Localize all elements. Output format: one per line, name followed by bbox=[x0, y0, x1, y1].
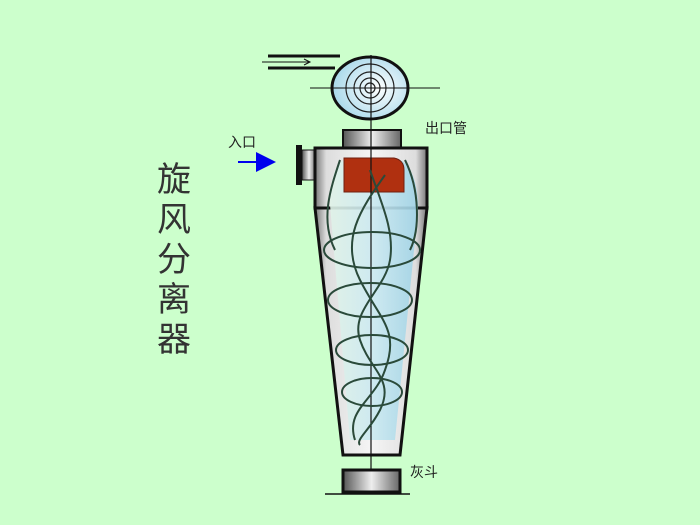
fan-assembly bbox=[262, 54, 440, 121]
hopper-label: 灰斗 bbox=[410, 465, 438, 481]
diagram-title: 旋 风 分 离 器 bbox=[154, 160, 194, 360]
inlet-label: 入口 bbox=[228, 135, 256, 151]
title-char: 离 bbox=[157, 280, 191, 320]
title-char: 旋 bbox=[157, 160, 191, 200]
dust-hopper bbox=[325, 468, 410, 495]
spiral-flow bbox=[323, 159, 421, 446]
vortex-finder bbox=[343, 157, 405, 193]
title-char: 器 bbox=[157, 320, 191, 360]
title-char: 风 bbox=[157, 200, 191, 240]
outlet-label: 出口管 bbox=[425, 121, 467, 137]
title-char: 分 bbox=[157, 240, 191, 280]
inlet-flange bbox=[296, 145, 317, 185]
